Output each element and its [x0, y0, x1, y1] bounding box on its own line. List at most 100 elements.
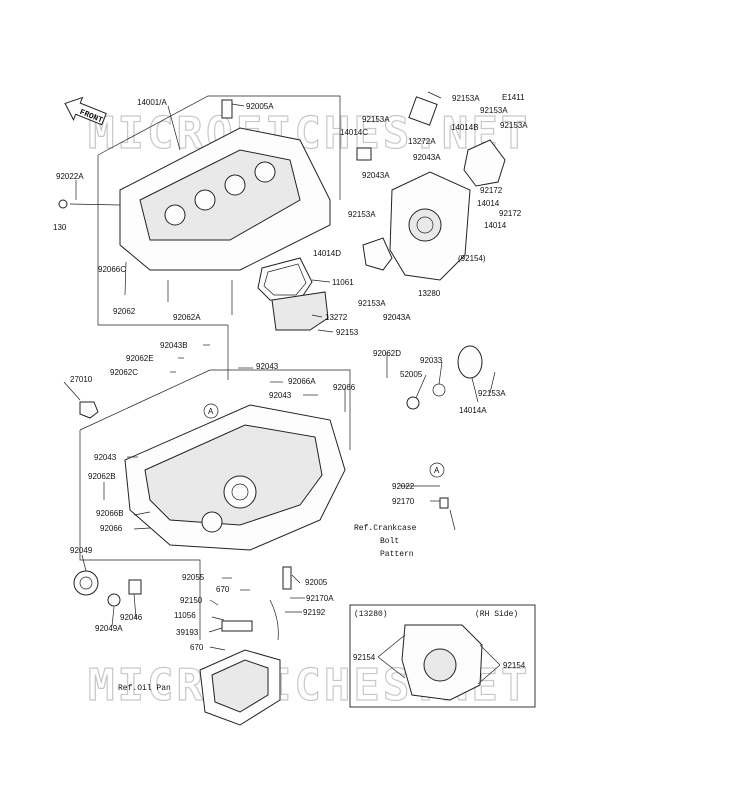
inset-part-right: 92154: [503, 661, 526, 670]
part-label: 92062D: [373, 349, 401, 358]
part-label: 92150: [180, 596, 203, 605]
circlip-92033: [432, 383, 446, 397]
bushing-92046: [128, 579, 142, 595]
part-label: 14014B: [451, 123, 479, 132]
part-label: 92172: [480, 186, 503, 195]
ref-crankcase-line2: Bolt: [380, 537, 399, 546]
part-label: 92062B: [88, 472, 116, 481]
part-label: 11056: [174, 611, 196, 620]
part-label: 670: [216, 585, 230, 594]
rh-side-cover: [389, 171, 471, 281]
part-label: 14001/A: [137, 98, 167, 107]
inset-side: (RH Side): [475, 610, 518, 619]
oil-seal-92049: [73, 570, 99, 596]
ref-crankcase-line1: Ref.Crankcase: [354, 524, 417, 533]
part-label: 92043: [256, 362, 279, 371]
gasket-14014a: [457, 345, 483, 379]
part-label: 92153A: [500, 121, 528, 130]
part-label: 92043B: [160, 341, 188, 350]
part-label: 92046: [120, 613, 143, 622]
part-label: 92005: [305, 578, 328, 587]
part-label: 670: [190, 643, 204, 652]
part-label: 92043A: [413, 153, 441, 162]
part-label: 130: [53, 223, 67, 232]
part-label: 11061: [332, 278, 354, 287]
watermark-top: MICROFICHES.NET: [88, 108, 530, 159]
part-label: 14014: [484, 221, 507, 230]
ref-oil-pan: Ref.Oil Pan: [118, 684, 171, 693]
upper-crankcase: [119, 99, 331, 271]
part-label: 92062C: [110, 368, 138, 377]
washer-130: [58, 199, 68, 209]
inset-code: (13280): [354, 610, 388, 619]
part-label: 92043A: [383, 313, 411, 322]
gasket-14014d: [362, 237, 393, 271]
cover-13272a: [408, 96, 438, 126]
part-label: 14014A: [459, 406, 487, 415]
ref-crankcase-line3: Pattern: [380, 550, 414, 559]
pipe-39193: [221, 620, 253, 632]
part-label: (92154): [458, 254, 486, 263]
part-label: 92153A: [358, 299, 386, 308]
lower-crankcase-frame: [79, 369, 351, 640]
part-label: 92066B: [96, 509, 124, 518]
part-label: 92049: [70, 546, 93, 555]
part-label: 92066A: [288, 377, 316, 386]
seal-92049a: [107, 593, 121, 607]
part-label: 13280: [418, 289, 441, 298]
part-label: 92153A: [478, 389, 506, 398]
part-label: 92055: [182, 573, 205, 582]
part-labels: 14001/A 92005A 92153A 92153A 92153A 9215…: [53, 94, 528, 652]
lower-crankcase: [124, 404, 346, 551]
front-arrow: FRONT: [64, 96, 107, 126]
part-label: 14014D: [313, 249, 341, 258]
svg-text:A: A: [208, 407, 214, 416]
cap-14014c: [356, 147, 372, 161]
part-label: 92170: [392, 497, 415, 506]
breather-cover-gasket: [257, 257, 313, 301]
leader-lines: [63, 91, 496, 651]
part-label: 92033: [420, 356, 443, 365]
part-label: 14014: [477, 199, 500, 208]
part-label: 14014C: [340, 128, 368, 137]
part-label: 52005: [400, 370, 423, 379]
part-label: 92153A: [362, 115, 390, 124]
part-label: 92043: [269, 391, 292, 400]
oil-pan: [199, 649, 281, 726]
seal-52005: [406, 396, 420, 410]
part-label: 39193: [176, 628, 199, 637]
breather-cover: [271, 291, 329, 331]
part-label: 92049A: [95, 624, 123, 633]
part-label: 92192: [303, 608, 326, 617]
bolt-92170: [439, 497, 449, 509]
part-label: 92066: [333, 383, 356, 392]
plug-27010: [79, 401, 99, 419]
hose-92192: [269, 599, 279, 641]
rh-side-inset: (13280) (RH Side) 92154 92154: [349, 604, 536, 708]
part-label: 92153A: [480, 106, 508, 115]
part-label: 92062: [113, 307, 136, 316]
part-label: 92066C: [98, 265, 126, 274]
part-label: 92062E: [126, 354, 154, 363]
svg-text:A: A: [434, 466, 440, 475]
part-label: 92022: [392, 482, 415, 491]
part-label: 92066: [100, 524, 123, 533]
gasket-14014b: [463, 139, 506, 187]
part-label: 92153A: [348, 210, 376, 219]
part-label: 13272A: [408, 137, 436, 146]
part-label: 92153A: [452, 94, 480, 103]
upper-crankcase-frame: [97, 95, 341, 380]
diagram-code: E1411: [502, 93, 525, 102]
part-label: 27010: [70, 375, 93, 384]
ref-marker-a-right: A: [429, 462, 445, 478]
part-label: 92043A: [362, 171, 390, 180]
part-label: 92043: [94, 453, 117, 462]
ref-marker-a-left: A: [203, 403, 219, 419]
part-label: 13272: [325, 313, 348, 322]
part-label: 92172: [499, 209, 522, 218]
part-label: 92022A: [56, 172, 84, 181]
part-label: 92005A: [246, 102, 274, 111]
part-label: 92062A: [173, 313, 201, 322]
pipe-92005: [282, 566, 292, 590]
